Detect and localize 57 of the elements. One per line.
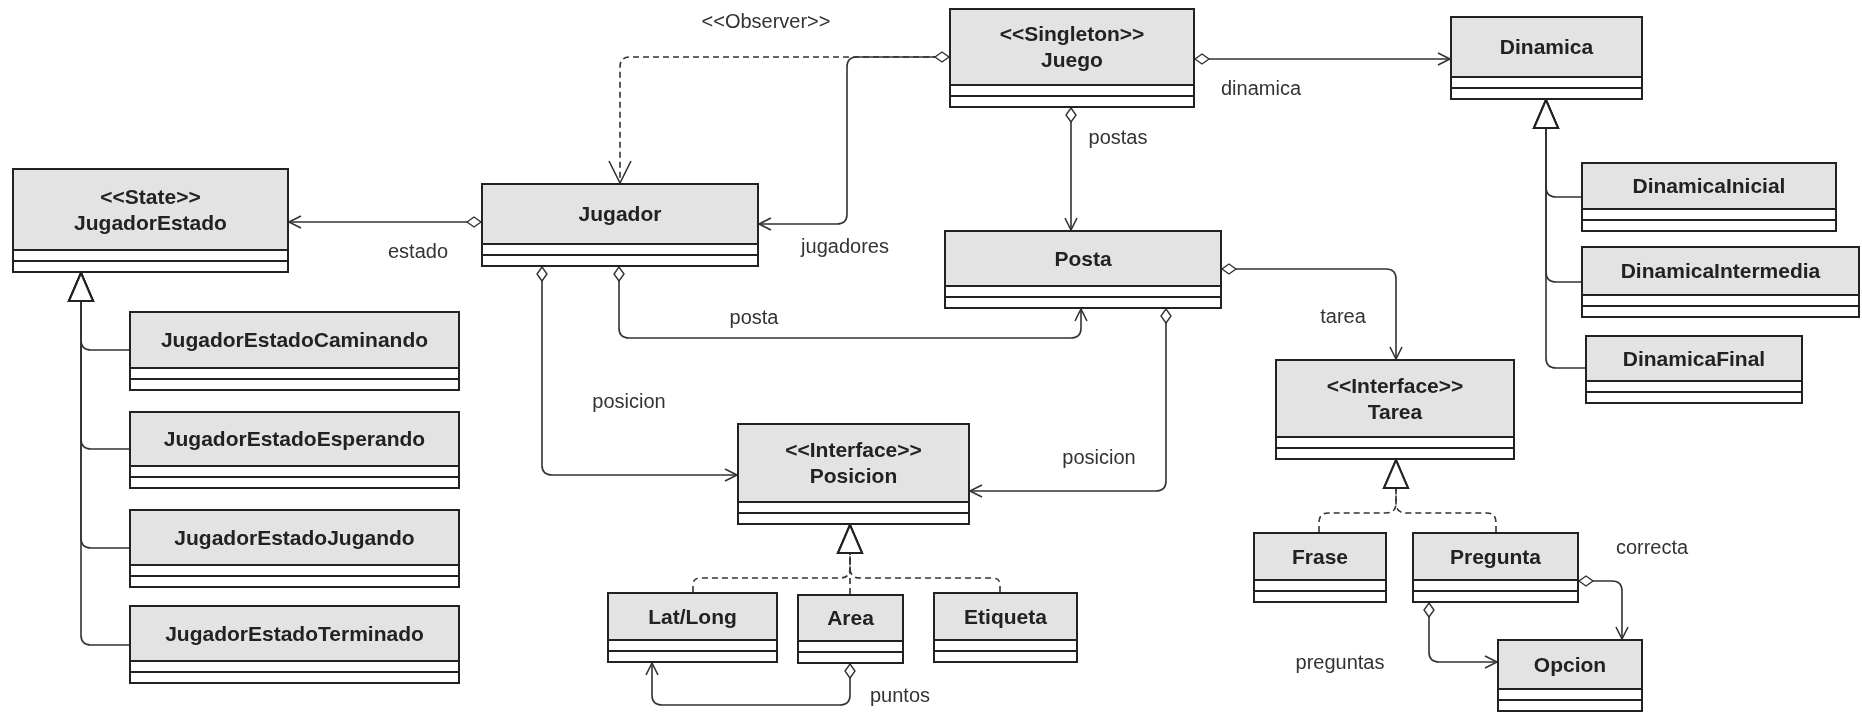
association-arrow — [969, 308, 1172, 498]
class-name: Frase — [1291, 543, 1348, 570]
class-name: Etiqueta — [964, 603, 1047, 630]
class-name: DinamicaFinal — [1622, 345, 1766, 372]
class-name: JugadorEstado — [74, 209, 227, 236]
class-box — [1581, 162, 1837, 232]
class-name: Dinamica — [1499, 34, 1594, 60]
class-box — [129, 411, 460, 489]
class-box — [944, 230, 1222, 309]
class-name: Tarea — [1367, 398, 1423, 425]
class-name: JugadorEstadoTerminado — [165, 620, 424, 647]
stereotype-label: <<Singleton>> — [999, 21, 1145, 47]
class-name: Lat/Long — [648, 603, 737, 630]
association-arrow — [288, 215, 482, 229]
inheritance-arrow — [68, 272, 130, 646]
association-arrow — [758, 51, 950, 231]
class-box — [1412, 532, 1579, 603]
class-name: DinamicaInicial — [1632, 173, 1786, 199]
class-box — [481, 183, 759, 267]
class-box — [607, 592, 778, 663]
association-arrow — [1423, 602, 1498, 669]
stereotype-label: <<Interface>> — [785, 437, 922, 463]
class-box — [1275, 359, 1515, 460]
class-box — [737, 423, 970, 525]
class-box — [129, 509, 460, 588]
class-box — [12, 168, 289, 273]
class-name: Posicion — [809, 463, 898, 489]
class-box — [933, 592, 1078, 663]
class-box — [1450, 16, 1643, 100]
association-arrow — [613, 266, 1088, 339]
class-name: Posta — [1054, 245, 1112, 272]
class-box — [1253, 532, 1387, 603]
class-name: DinamicaIntermedia — [1620, 258, 1821, 284]
class-box — [797, 594, 904, 664]
class-name: JugadorEstadoCaminando — [160, 327, 429, 353]
class-box — [1581, 246, 1860, 318]
class-name: Jugador — [578, 201, 662, 227]
association-arrow — [645, 662, 856, 706]
association-arrow — [1578, 575, 1629, 640]
class-name: JugadorEstadoJugando — [174, 524, 415, 551]
association-arrow — [1221, 263, 1403, 360]
class-box — [129, 311, 460, 391]
association-arrow — [1194, 52, 1451, 66]
stereotype-label: <<Interface>> — [1326, 372, 1464, 399]
class-box — [1497, 639, 1643, 712]
class-box — [129, 605, 460, 684]
association-arrow — [1064, 107, 1078, 231]
class-name: JugadorEstadoEsperando — [163, 426, 426, 452]
class-name: Juego — [1041, 47, 1103, 73]
class-name: Pregunta — [1450, 543, 1541, 570]
class-box — [949, 8, 1195, 108]
association-arrow — [536, 266, 738, 482]
class-name: Opcion — [1533, 651, 1607, 678]
stereotype-label: <<State>> — [100, 183, 201, 210]
class-name: Area — [827, 605, 874, 631]
class-box — [1585, 335, 1803, 404]
inheritance-arrow — [1533, 99, 1586, 369]
